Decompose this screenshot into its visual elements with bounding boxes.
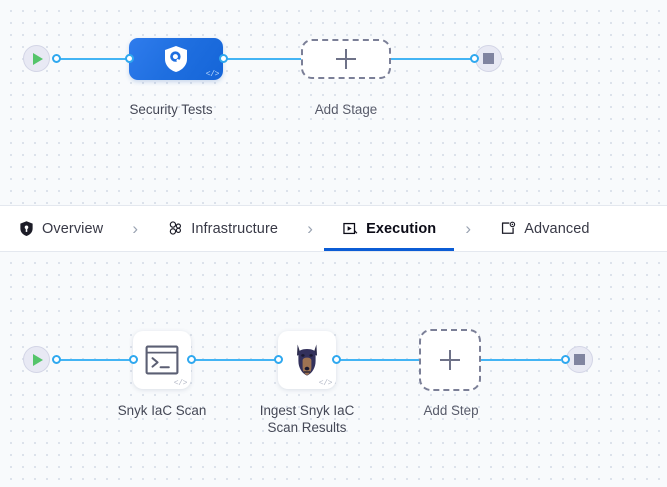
steps-start-node[interactable]	[23, 346, 50, 373]
snyk-iac-scan-input-port[interactable]	[129, 355, 138, 364]
steps-start-output-port[interactable]	[52, 355, 61, 364]
pipeline-start-node[interactable]	[23, 45, 50, 72]
ingest-output-port[interactable]	[332, 355, 341, 364]
add-stage-button[interactable]	[301, 39, 391, 79]
end-input-port[interactable]	[470, 54, 479, 63]
play-icon	[32, 353, 43, 366]
step-node-label-ingest-snyk-iac-scan-results: Ingest Snyk IaC Scan Results	[231, 402, 383, 436]
play-icon	[32, 52, 43, 65]
plus-icon	[440, 350, 460, 370]
tab-separator: ›	[132, 219, 139, 238]
wire-start-to-snyk-iac-scan	[56, 359, 134, 361]
wire-start-to-security-tests	[56, 58, 130, 60]
steps-end-input-port[interactable]	[561, 355, 570, 364]
snyk-iac-scan-output-port[interactable]	[187, 355, 196, 364]
tab-separator: ›	[307, 219, 313, 238]
step-node-snyk-iac-scan[interactable]: </>	[133, 331, 191, 389]
security-tests-output-port[interactable]	[219, 54, 228, 63]
wire-snyk-iac-scan-to-ingest	[191, 359, 279, 361]
tab-label-advanced: Advanced	[524, 220, 590, 237]
wire-add-step-to-end	[481, 359, 561, 361]
stop-icon	[574, 354, 585, 365]
start-output-port[interactable]	[52, 54, 61, 63]
plus-icon	[336, 49, 356, 69]
terminal-icon	[145, 345, 179, 375]
pipeline-end-node[interactable]	[475, 45, 502, 72]
shield-scan-icon	[165, 46, 187, 72]
shield-icon	[20, 221, 33, 236]
add-step-label: Add Step	[423, 403, 479, 418]
step-node-ingest-snyk-iac-scan-results[interactable]: </>	[278, 331, 336, 389]
step-canvas[interactable]: </> Snyk IaC Scan </>	[0, 252, 667, 487]
stop-icon	[483, 53, 494, 64]
wire-add-stage-to-end	[391, 58, 475, 60]
tab-label-overview: Overview	[42, 220, 104, 237]
play-box-icon	[343, 222, 358, 235]
stage-canvas[interactable]: </> Security Tests Add Stage	[0, 0, 667, 205]
steps-end-node[interactable]	[566, 346, 593, 373]
card-gear-icon	[502, 221, 516, 234]
tab-label-execution: Execution	[366, 220, 437, 237]
tab-overview[interactable]: Overview	[16, 206, 105, 251]
stage-node-security-tests[interactable]: </>	[129, 38, 223, 80]
wire-security-tests-to-add-stage	[223, 58, 303, 60]
tab-execution[interactable]: Execution	[324, 206, 455, 251]
label-line-1: Ingest Snyk IaC	[259, 403, 355, 418]
tab-infrastructure[interactable]: Infrastructure	[165, 206, 280, 251]
tab-advanced[interactable]: Advanced	[498, 206, 591, 251]
code-badge: </>	[173, 379, 188, 388]
label-line-2: Scan Results	[267, 420, 347, 435]
add-stage-label: Add Stage	[314, 102, 378, 117]
tab-separator: ›	[465, 219, 472, 238]
section-tabs: Overview › Infrastructure › Execution ›	[0, 205, 667, 252]
security-tests-input-port[interactable]	[125, 54, 134, 63]
ingest-input-port[interactable]	[274, 355, 283, 364]
add-step-button[interactable]	[419, 329, 481, 391]
nodes-cluster-icon	[169, 221, 182, 235]
snyk-doberman-icon	[297, 344, 317, 376]
code-badge: </>	[205, 70, 220, 79]
code-badge: </>	[318, 379, 333, 388]
step-node-label-snyk-iac-scan: Snyk IaC Scan	[117, 403, 207, 418]
tab-label-infrastructure: Infrastructure	[191, 220, 279, 237]
wire-ingest-to-add-step	[336, 359, 420, 361]
stage-node-label-security-tests: Security Tests	[129, 102, 213, 117]
